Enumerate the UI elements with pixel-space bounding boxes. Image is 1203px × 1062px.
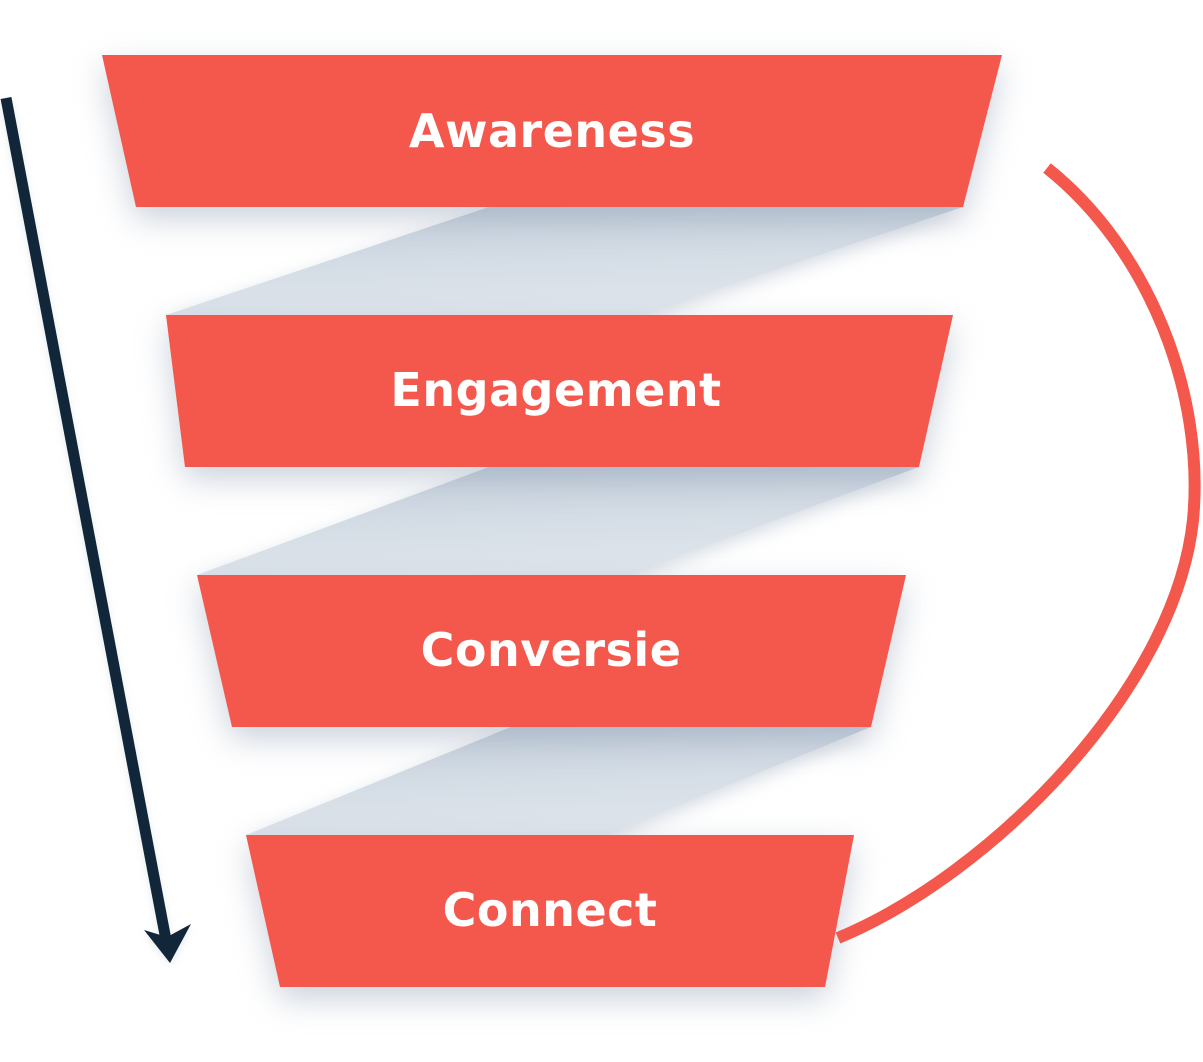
stage-engagement (166, 315, 953, 467)
down-flow-arrow (0, 96, 191, 963)
funnel-ribbon-connectors (166, 207, 963, 835)
down-flow-arrow-shaft (0, 96, 172, 942)
ribbon-awareness-to-engagement (166, 207, 963, 315)
feedback-loop-arrow (835, 163, 1201, 944)
stage-awareness (102, 55, 1002, 207)
down-flow-arrowhead-icon (144, 924, 191, 963)
stage-connect (246, 835, 854, 987)
stage-conversie (197, 575, 906, 727)
ribbon-engagement-to-conversie (197, 467, 919, 575)
ribbon-conversie-to-connect (246, 727, 871, 835)
funnel-stages (102, 55, 1002, 987)
